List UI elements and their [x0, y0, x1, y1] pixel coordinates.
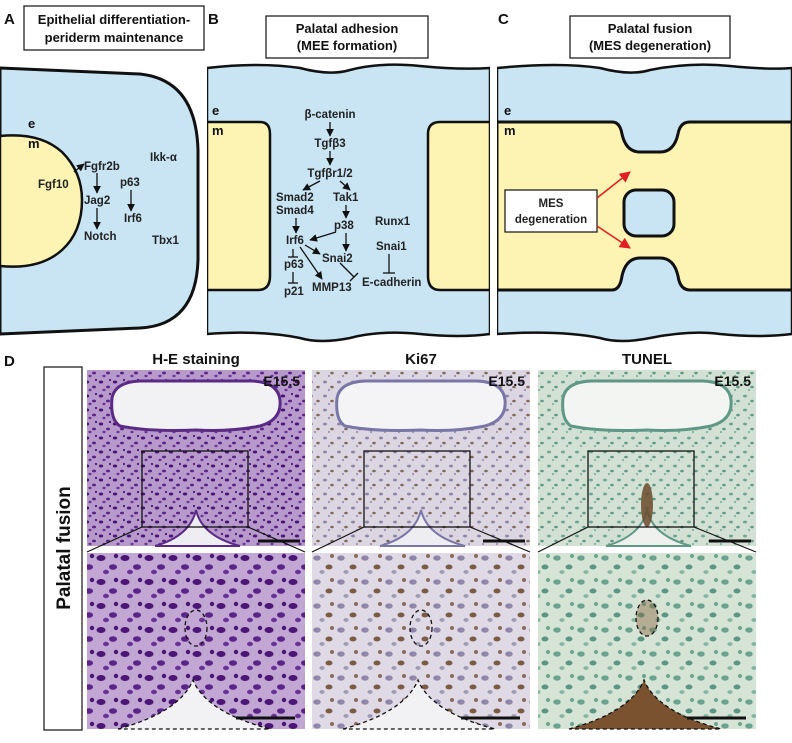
panel-letter: C	[498, 11, 509, 28]
mesenchyme-right	[426, 120, 490, 292]
gene-e-cadherin: E-cadherin	[362, 277, 421, 289]
epithelial-island	[622, 188, 676, 238]
gene-ikk-alpha: Ikk-α	[150, 152, 177, 164]
panel-d: D Palatal fusion H-E staining Ki67 TUNEL…	[4, 351, 757, 731]
callout-line1: MES	[539, 198, 564, 210]
mesenchyme-shape	[0, 134, 84, 268]
gene-smad4: Smad4	[276, 205, 314, 217]
label-epithelium: e	[212, 103, 219, 118]
mes-degeneration-callout	[504, 189, 598, 233]
label-mesenchyme: m	[504, 123, 516, 138]
panel-title-box	[23, 5, 205, 51]
gene-beta-catenin: β-catenin	[304, 109, 355, 121]
micrograph-ki67-zoom	[312, 553, 530, 730]
label-epithelium: e	[504, 103, 511, 118]
panel-title-line2: (MEE formation)	[297, 38, 397, 53]
panel-b: B Palatal adhesion (MEE formation) e m β…	[207, 11, 490, 343]
label-mesenchyme: m	[28, 136, 40, 151]
stage-label-tunel: E15.5	[714, 373, 751, 389]
epithelium-shape	[207, 63, 490, 343]
label-mesenchyme: m	[212, 123, 224, 138]
gene-tak1: Tak1	[333, 192, 359, 204]
gene-fgf10: Fgf10	[38, 179, 69, 191]
panel-title-box	[569, 15, 731, 59]
panel-letter: A	[4, 11, 15, 28]
panel-letter: B	[208, 11, 219, 28]
gene-notch: Notch	[84, 231, 117, 243]
column-title-tunel: TUNEL	[622, 351, 672, 368]
gene-runx1: Runx1	[375, 216, 411, 228]
micrograph-ki67-overview	[312, 370, 530, 547]
gene-snai1: Snai1	[376, 241, 407, 253]
gene-jag2: Jag2	[84, 195, 110, 207]
label-epithelium: e	[28, 116, 35, 131]
gene-fgfr2b: Fgfr2b	[84, 161, 120, 173]
column-title-he: H-E staining	[152, 351, 240, 368]
micrograph-he-overview	[87, 370, 305, 547]
panel-title-line1: Palatal adhesion	[296, 21, 399, 36]
panel-title-line1: Palatal fusion	[608, 21, 693, 36]
panel-a: A Epithelial differentiation- periderm m…	[0, 5, 205, 336]
micrograph-tunel-overview	[538, 370, 756, 547]
gene-mmp13: MMP13	[312, 282, 352, 294]
column-title-ki67: Ki67	[405, 351, 437, 368]
row-label-box	[43, 366, 83, 731]
panel-c: C Palatal fusion (MES degeneration) e m …	[497, 11, 792, 343]
gene-p21: p21	[284, 286, 304, 298]
gene-tgfb3: Tgfβ3	[314, 138, 345, 150]
gene-tgfbr1-2: Tgfβr1/2	[307, 168, 352, 180]
gene-snai2: Snai2	[322, 253, 353, 265]
gene-tbx1: Tbx1	[152, 235, 179, 247]
panel-title-line1: Epithelial differentiation-	[38, 12, 190, 27]
mesenchyme-left	[207, 120, 272, 292]
callout-line2: degeneration	[515, 214, 587, 226]
row-label: Palatal fusion	[54, 486, 75, 610]
panel-title-line2: (MES degeneration)	[589, 38, 711, 53]
gene-smad2: Smad2	[276, 192, 314, 204]
micrograph-tunel-zoom	[538, 553, 756, 730]
stage-label-ki67: E15.5	[488, 373, 525, 389]
gene-irf6: Irf6	[124, 213, 142, 225]
gene-p38: p38	[334, 220, 354, 232]
callout-arrow-up	[596, 171, 631, 199]
callout-arrow-down	[596, 225, 631, 249]
epithelium-shape	[0, 66, 200, 336]
micrograph-he-zoom	[87, 553, 305, 730]
gene-p63: p63	[120, 177, 140, 189]
panel-title-box	[265, 15, 429, 59]
stage-label-he: E15.5	[263, 373, 300, 389]
gene-irf6: Irf6	[286, 235, 304, 247]
panel-letter: D	[4, 353, 15, 370]
gene-p63: p63	[284, 259, 304, 271]
panel-title-line2: periderm maintenance	[45, 30, 184, 45]
